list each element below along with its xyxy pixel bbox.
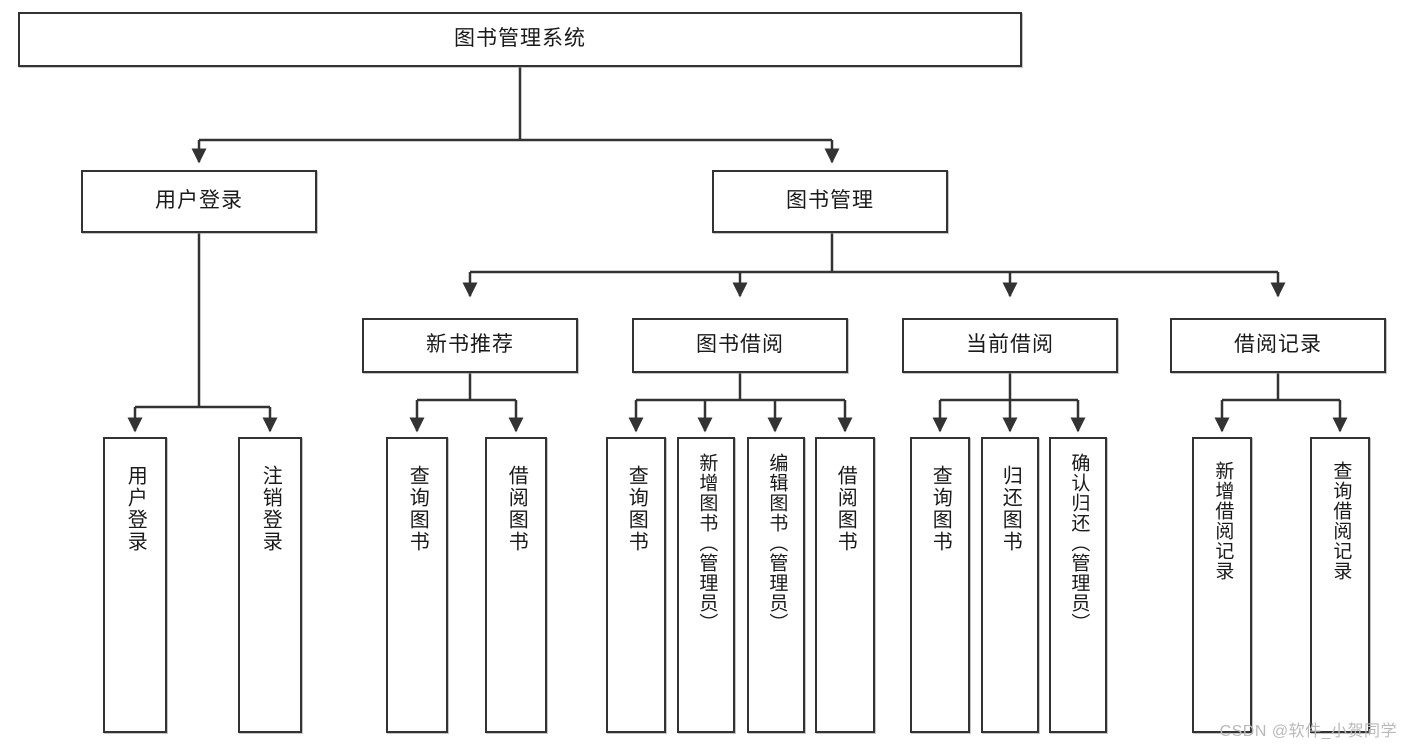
node-leaf-query-book-1-label: 查询图书 [406,465,429,553]
node-leaf-edit-book-label: 编辑图书（管理员） [766,453,788,633]
node-leaf-logout-login-label: 注销登录 [259,465,282,553]
node-leaf-confirm-return-label: 确认归还（管理员） [1068,453,1090,633]
node-leaf-borrow-book-2[interactable]: 借阅图书 [815,437,875,733]
node-book-borrow[interactable]: 图书借阅 [632,318,848,373]
node-root[interactable]: 图书管理系统 [18,12,1022,67]
node-leaf-logout-login[interactable]: 注销登录 [238,437,302,733]
node-borrow-record[interactable]: 借阅记录 [1170,318,1386,373]
node-leaf-user-login[interactable]: 用户登录 [103,437,167,733]
node-user-login[interactable]: 用户登录 [81,170,317,233]
node-book-borrow-label: 图书借阅 [696,333,784,357]
node-leaf-query-book-1[interactable]: 查询图书 [386,437,448,733]
node-leaf-user-login-label: 用户登录 [124,465,147,553]
node-book-manage-label: 图书管理 [786,189,874,213]
node-leaf-add-book-label: 新增图书（管理员） [696,453,718,633]
node-borrow-record-label: 借阅记录 [1234,333,1322,357]
node-current-borrow-label: 当前借阅 [966,333,1054,357]
node-leaf-confirm-return[interactable]: 确认归还（管理员） [1049,437,1107,733]
node-leaf-query-record-label: 查询借阅记录 [1330,461,1352,581]
node-leaf-query-book-3-label: 查询图书 [929,465,952,553]
node-leaf-return-book[interactable]: 归还图书 [981,437,1039,733]
node-book-manage[interactable]: 图书管理 [712,170,948,233]
node-leaf-query-book-2[interactable]: 查询图书 [606,437,666,733]
node-leaf-add-book[interactable]: 新增图书（管理员） [677,437,735,733]
node-user-login-label: 用户登录 [155,189,243,213]
node-leaf-add-record[interactable]: 新增借阅记录 [1192,437,1252,733]
node-leaf-query-record[interactable]: 查询借阅记录 [1310,437,1370,733]
node-leaf-edit-book[interactable]: 编辑图书（管理员） [747,437,805,733]
node-leaf-query-book-3[interactable]: 查询图书 [910,437,970,733]
node-current-borrow[interactable]: 当前借阅 [902,318,1118,373]
csdn-watermark: CSDN @软件_小贺同学 [1219,723,1397,740]
node-leaf-borrow-book-1[interactable]: 借阅图书 [485,437,547,733]
node-leaf-return-book-label: 归还图书 [999,465,1022,553]
node-leaf-borrow-book-1-label: 借阅图书 [505,465,528,553]
node-new-book-recommend-label: 新书推荐 [426,333,514,357]
node-root-label: 图书管理系统 [454,27,586,51]
node-new-book-recommend[interactable]: 新书推荐 [362,318,578,373]
node-leaf-add-record-label: 新增借阅记录 [1212,461,1234,581]
node-leaf-query-book-2-label: 查询图书 [625,465,648,553]
node-leaf-borrow-book-2-label: 借阅图书 [834,465,857,553]
